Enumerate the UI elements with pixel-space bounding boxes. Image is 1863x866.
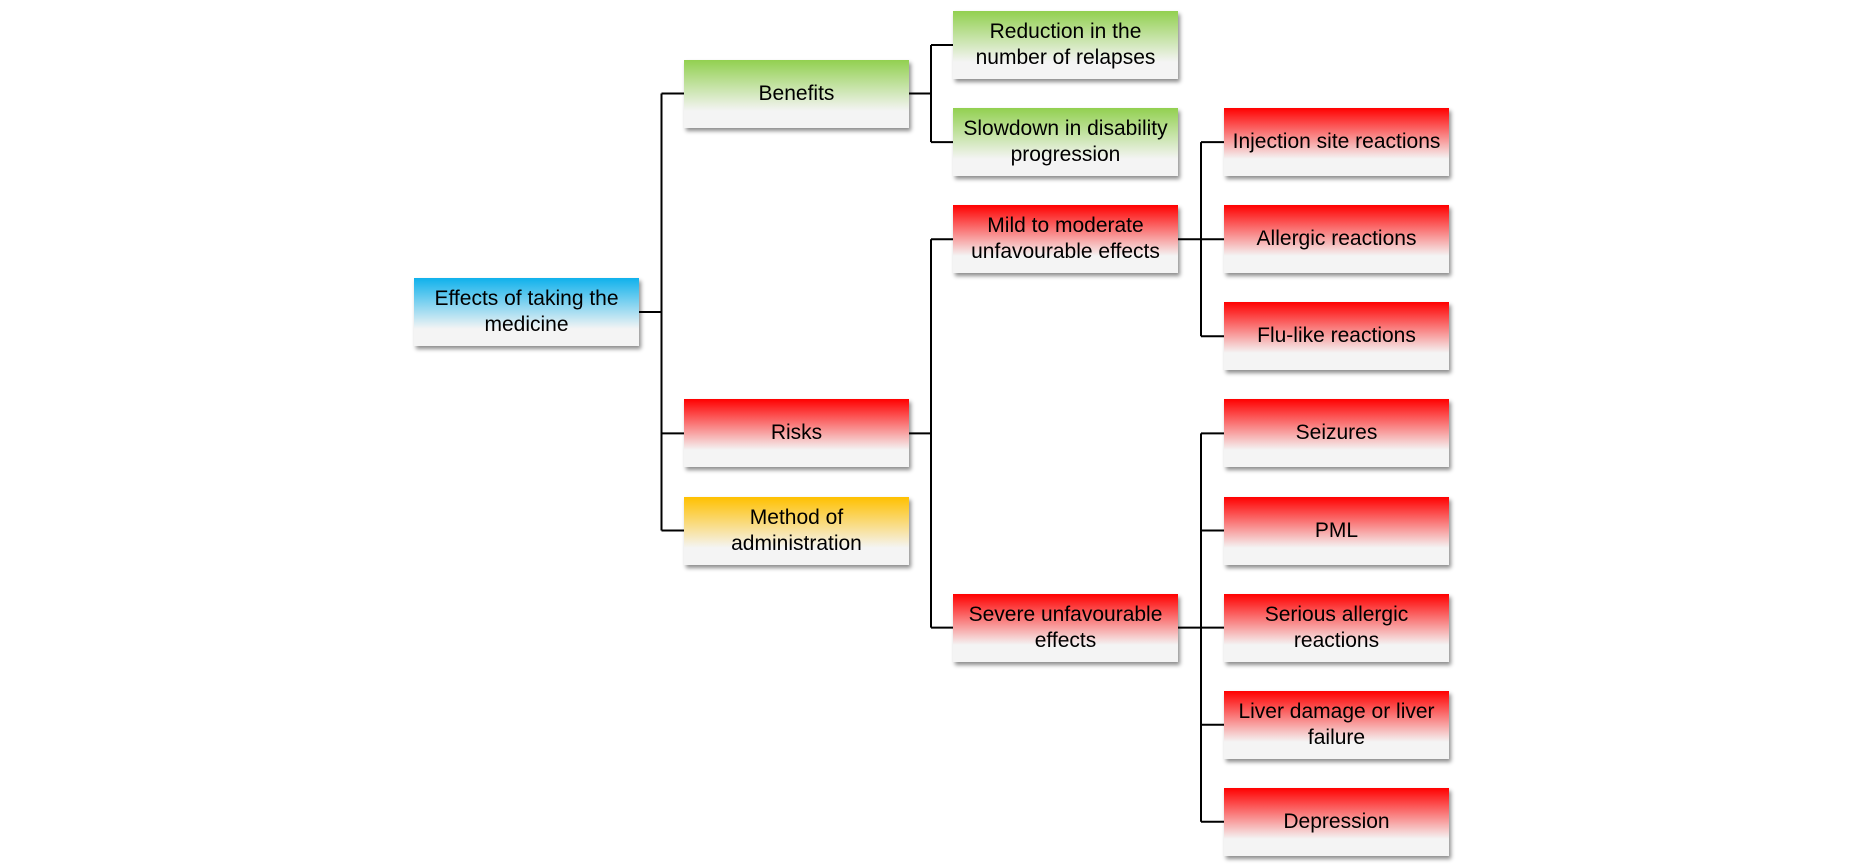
node-root: Effects of taking the medicine <box>414 278 639 347</box>
node-label: Risks <box>770 421 823 445</box>
node-risks: Risks <box>684 399 909 468</box>
node-slowdown-disability: Slowdown in disability progression <box>953 108 1178 177</box>
node-label: Depression <box>1283 809 1390 833</box>
node-pml: PML <box>1224 496 1449 565</box>
node-label: Reduction in the number of relapses <box>975 20 1156 69</box>
node-allergic: Allergic reactions <box>1224 205 1449 274</box>
node-flu-like: Flu-like reactions <box>1224 302 1449 371</box>
node-serious-allergic: Serious allergic reactions <box>1224 593 1449 662</box>
node-label: Injection site reactions <box>1232 130 1441 154</box>
node-liver-damage: Liver damage or liver failure <box>1224 690 1449 759</box>
node-label: Benefits <box>758 81 835 105</box>
node-label: Seizures <box>1295 421 1378 445</box>
node-seizures: Seizures <box>1224 399 1449 468</box>
node-mild-moderate: Mild to moderate unfavourable effects <box>953 205 1178 274</box>
node-benefits: Benefits <box>684 59 909 128</box>
node-label: Slowdown in disability progression <box>963 117 1168 167</box>
node-injection-site: Injection site reactions <box>1224 108 1449 177</box>
node-label: Mild to moderate unfavourable effects <box>971 214 1160 264</box>
node-label: Serious allergic reactions <box>1264 602 1409 652</box>
node-depression: Depression <box>1224 787 1449 856</box>
node-label: Allergic reactions <box>1256 227 1417 251</box>
node-label: Effects of taking the medicine <box>434 287 619 337</box>
node-label: Method of administration <box>731 505 862 555</box>
node-label: PML <box>1314 518 1359 542</box>
node-method-administration: Method of administration <box>684 496 909 565</box>
node-reduction-relapses: Reduction in the number of relapses <box>953 11 1178 79</box>
node-label: Liver damage or liver failure <box>1238 699 1435 749</box>
node-label: Flu-like reactions <box>1257 324 1416 348</box>
node-severe: Severe unfavourable effects <box>953 593 1178 662</box>
node-label: Severe unfavourable effects <box>968 602 1163 652</box>
